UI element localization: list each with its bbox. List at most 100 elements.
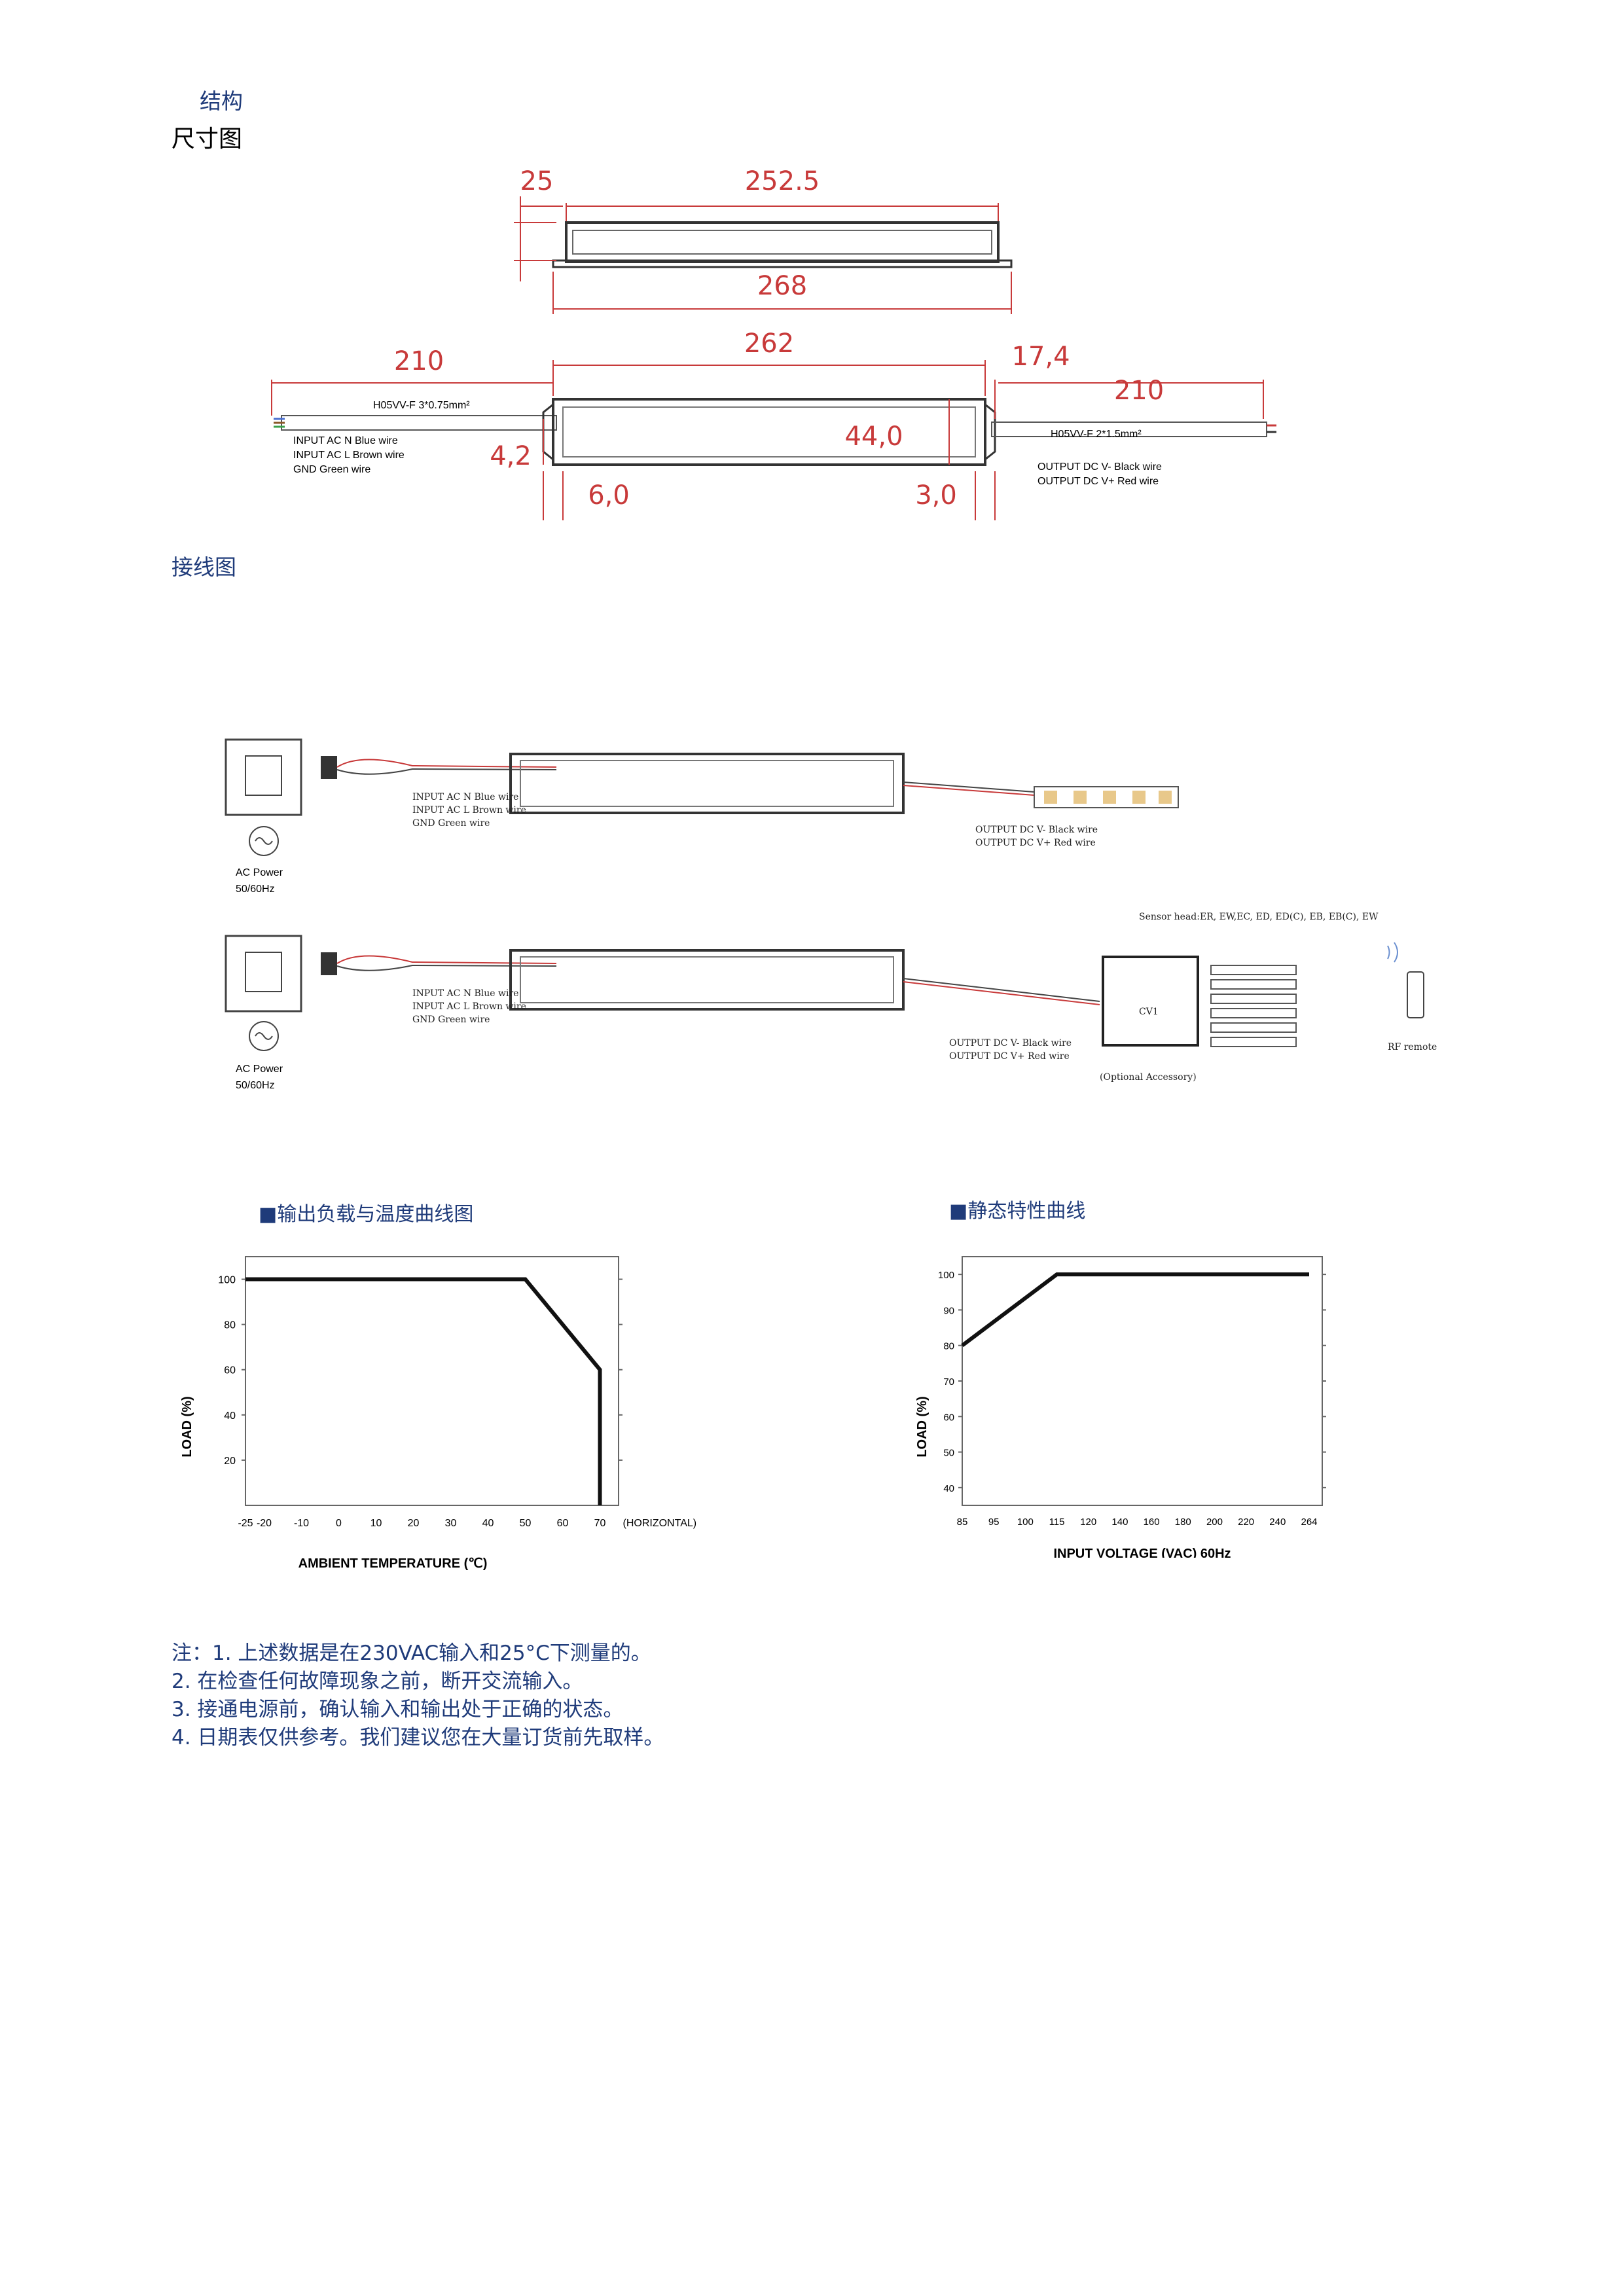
led-strip-e [1210,1022,1297,1033]
x-axis-label: AMBIENT TEMPERATURE (℃) [298,1556,488,1571]
y-axis-label: LOAD (%) [180,1396,194,1457]
controller-label: CV1 [1139,1007,1159,1017]
y-tick-label: 100 [218,1275,236,1286]
optional-label: (Optional Accessory) [1100,1072,1197,1083]
rf-remote-icon [1407,971,1424,1018]
side-view: 210 262 17,4 210 44,0 4,2 6,0 3,0 H05VV-… [271,329,1276,520]
dim-right-mount: 3,0 [915,480,957,511]
led-strip-b [1210,979,1297,990]
y-tick-label: 50 [943,1448,954,1459]
x-tick-label: 30 [445,1518,457,1529]
x-tick-label: 60 [557,1518,569,1529]
x-tick-label: 10 [370,1518,382,1529]
y-tick-label: 90 [943,1305,954,1316]
chart2-title: ■静态特性曲线 [949,1200,1086,1223]
w1-input-1: INPUT AC N Blue wire [412,792,518,802]
plug [321,756,337,779]
wiring-row-2: AC Power 50/60Hz INPUT AC N Blue wire IN… [225,912,1437,1091]
dim-left-mount: 6,0 [588,480,630,511]
plug-2 [321,952,337,975]
w2-input-1: INPUT AC N Blue wire [412,988,518,999]
output-label-1: OUTPUT DC V- Black wire [1038,461,1162,473]
note-4: 4. 日期表仅供参考。我们建议您在大量订货前先取样。 [171,1726,664,1749]
note-2: 2. 在检查任何故障现象之前，断开交流输入。 [171,1670,583,1693]
sensor-head-label: Sensor head:ER, EW,EC, ED, ED(C), EB, EB… [1139,912,1379,922]
led-strip-f [1210,1037,1297,1047]
y-tick-label: 80 [943,1341,954,1352]
y-tick-label: 60 [943,1412,954,1423]
x-tick-label: 95 [988,1516,1000,1528]
y-tick-label: 100 [938,1270,954,1281]
w1-output-2: OUTPUT DC V+ Red wire [975,838,1096,848]
ac-freq-label: 50/60Hz [236,884,275,895]
w2-input-2: INPUT AC L Brown wire [412,1001,526,1012]
x-extra-label: (HORIZONTAL) [623,1518,697,1529]
y-tick-label: 60 [224,1365,236,1376]
dim-cable-out: 210 [1114,376,1164,406]
dim-top-total: 268 [757,271,807,301]
x-tick-label: 85 [957,1516,968,1528]
x-tick-label: -10 [294,1518,309,1529]
wall-outlet-2 [225,935,302,1013]
w2-input-3: GND Green wire [412,1014,490,1025]
plot-frame [962,1256,1323,1506]
ac-power-label: AC Power [236,867,283,878]
w2-output-2: OUTPUT DC V+ Red wire [949,1051,1070,1062]
section-structure-heading: 结构 [200,88,243,114]
wiring-diagram: AC Power 50/60Hz INPUT AC N Blue wire IN… [225,738,1437,1091]
top-view: 25 252.5 268 [514,166,1013,314]
x-tick-label: 160 [1144,1516,1160,1528]
series-line [961,1272,1309,1348]
x-tick-label: 50 [520,1518,532,1529]
x-tick-label: 20 [408,1518,420,1529]
dim-top-left: 25 [520,166,554,196]
led-strip-c [1210,994,1297,1004]
ac-freq-label-2: 50/60Hz [236,1080,275,1091]
dimension-drawing: 25 252.5 268 210 262 17,4 210 [271,166,1276,520]
led-strip [1034,786,1179,808]
ac-symbol-2 [249,1021,279,1051]
x-tick-label: 200 [1206,1516,1223,1528]
notes-block: 注：1. 上述数据是在230VAC输入和25°C下测量的。 2. 在检查任何故障… [171,1640,664,1752]
x-tick-label: 100 [1017,1516,1034,1528]
x-tick-label: -20 [257,1518,272,1529]
y-tick-label: 80 [224,1320,236,1331]
cable-in-spec: H05VV-F 3*0.75mm² [373,400,470,411]
w1-output-1: OUTPUT DC V- Black wire [975,825,1098,835]
dimension-heading: 尺寸图 [171,126,243,152]
cable-out-spec: H05VV-F 2*1.5mm² [1051,429,1142,440]
dim-out-gap: 17,4 [1011,342,1070,372]
x-tick-label: 264 [1301,1516,1317,1528]
controller-box [1102,956,1199,1047]
x-axis-label: INPUT VOLTAGE (VAC) 60Hz [1053,1547,1231,1558]
y-tick-label: 40 [943,1483,954,1494]
ac-symbol [249,826,279,856]
x-tick-label: 115 [1049,1516,1065,1528]
y-tick-label: 20 [224,1456,236,1467]
dim-side: 4,2 [490,441,532,471]
led-strip-d [1210,1008,1297,1018]
wiring-row-1: AC Power 50/60Hz INPUT AC N Blue wire IN… [225,738,1179,895]
x-tick-label: 240 [1269,1516,1286,1528]
w2-output-1: OUTPUT DC V- Black wire [949,1038,1072,1049]
x-tick-label: 220 [1238,1516,1254,1528]
x-tick-label: 140 [1111,1516,1128,1528]
ac-power-label-2: AC Power [236,1064,283,1075]
input-label-1: INPUT AC N Blue wire [293,435,398,446]
x-tick-label: 40 [482,1518,494,1529]
plot-frame [245,1256,619,1506]
note-1: 注：1. 上述数据是在230VAC输入和25°C下测量的。 [171,1641,651,1665]
x-tick-label: 70 [594,1518,606,1529]
y-tick-label: 40 [224,1410,236,1422]
x-tick-label: -25 [238,1518,253,1529]
w1-input-2: INPUT AC L Brown wire [412,805,526,816]
led-strip-a [1210,965,1297,975]
series-line [245,1277,602,1505]
y-axis-label: LOAD (%) [915,1396,929,1457]
dim-cable-in: 210 [394,346,444,376]
x-tick-label: 180 [1175,1516,1191,1528]
rf-remote-label: RF remote [1388,1042,1437,1052]
output-label-2: OUTPUT DC V+ Red wire [1038,476,1159,487]
